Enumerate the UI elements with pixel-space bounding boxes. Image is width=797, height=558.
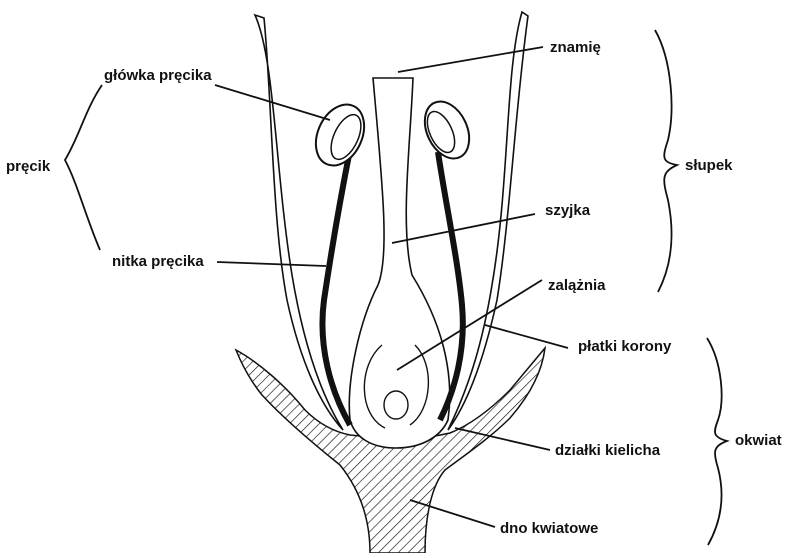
brace-slupek (655, 30, 677, 292)
brace-okwiat (707, 338, 727, 545)
label-platki-korony: płatki korony (578, 338, 672, 355)
anther-left (307, 97, 374, 174)
leader-szyjka (392, 214, 535, 243)
leader-platki (485, 325, 568, 348)
label-dno-kwiatowe: dno kwiatowe (500, 520, 598, 537)
label-precik: pręcik (6, 158, 51, 175)
label-szyjka: szyjka (545, 202, 591, 219)
anther-right (416, 94, 478, 165)
label-slupek: słupek (685, 157, 733, 174)
label-znamie: znamię (550, 39, 601, 56)
brace-precik (65, 85, 102, 250)
label-okwiat: okwiat (735, 432, 782, 449)
label-nitka-precika: nitka pręcika (112, 253, 204, 270)
label-glowka-precika: główka pręcika (104, 67, 212, 84)
leader-nitka (217, 262, 326, 266)
filament-left (322, 150, 350, 425)
label-zalaznia: zalążnia (548, 277, 606, 294)
label-dzialki-kielicha: działki kielicha (555, 442, 661, 459)
